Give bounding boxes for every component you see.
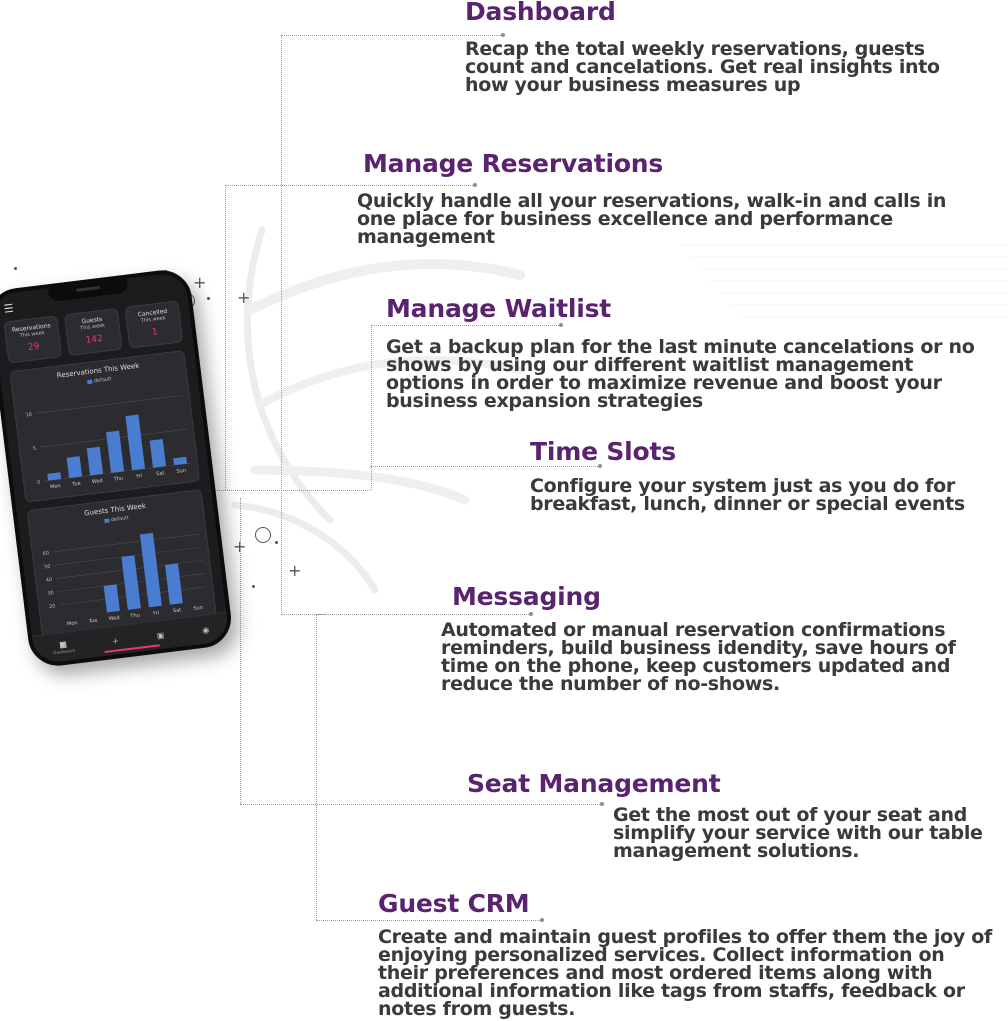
- nav-label: Dashboard: [52, 647, 76, 656]
- feature-guest-crm: Guest CRM Create and maintain guest prof…: [378, 889, 1003, 1020]
- feature-manage-waitlist: Manage Waitlist Get a backup plan for th…: [386, 294, 986, 412]
- gridline: [54, 546, 202, 566]
- stat-value: 1: [151, 327, 159, 338]
- feature-title: Manage Waitlist: [386, 294, 612, 323]
- x-tick-label: Thu: [129, 612, 140, 619]
- x-tick-label: Sat: [156, 470, 165, 477]
- x-tick-label: Thu: [112, 476, 123, 483]
- phone-mockup: ☰ Reservations This week 29 Guests This …: [0, 266, 235, 670]
- plus-decoration: +: [237, 288, 251, 307]
- user-icon: ◉: [201, 624, 210, 635]
- bar: [86, 613, 99, 615]
- gridline: [35, 394, 183, 414]
- y-tick-label: 40: [46, 577, 53, 584]
- stat-card-reservations[interactable]: Reservations This week 29: [3, 315, 63, 364]
- bar: [173, 456, 188, 466]
- stat-value: 142: [85, 333, 104, 346]
- nav-dashboard[interactable]: ▦ Dashboard: [52, 639, 75, 656]
- plus-icon: +: [111, 635, 120, 646]
- feature-description: Get the most out of your seat and simpli…: [613, 804, 983, 862]
- y-tick-label: 20: [49, 603, 56, 610]
- dot-decoration: [207, 297, 210, 300]
- feature-description: Get a backup plan for the last minute ca…: [386, 336, 975, 412]
- feature-title: Manage Reservations: [363, 149, 664, 178]
- y-tick-label: 50: [44, 564, 51, 571]
- feature-messaging: Messaging Automated or manual reservatio…: [441, 582, 1002, 694]
- feature-seat-management: Seat Management Get the most out of your…: [467, 769, 1007, 862]
- x-tick-label: Wed: [108, 615, 120, 622]
- x-tick-label: Tue: [71, 481, 81, 488]
- x-tick-label: Mon: [67, 620, 78, 627]
- bar: [191, 601, 204, 603]
- feature-title: Guest CRM: [378, 889, 530, 918]
- dot-decoration: [14, 267, 17, 270]
- x-tick-label: Sun: [193, 605, 203, 612]
- x-tick-label: Fri: [136, 473, 143, 480]
- y-tick-label: 5: [33, 446, 37, 452]
- bar: [65, 616, 78, 618]
- bar: [47, 472, 62, 481]
- plus-decoration: +: [193, 273, 207, 292]
- feature-manage-reservations: Manage Reservations Quickly handle all y…: [357, 149, 973, 247]
- gridline: [52, 533, 200, 553]
- x-tick-label: Sun: [176, 468, 186, 475]
- bar: [103, 584, 120, 613]
- bar: [66, 456, 83, 479]
- nav-calendar[interactable]: ▣: [156, 630, 165, 640]
- feature-description: Recap the total weekly reservations, gue…: [465, 38, 940, 96]
- dot-decoration: [275, 541, 278, 544]
- stat-card-guests[interactable]: Guests This week 142: [63, 307, 123, 357]
- bar: [125, 414, 146, 471]
- feature-time-slots: Time Slots Configure your system just as…: [530, 437, 1000, 515]
- feature-description: Automated or manual reservation confirma…: [441, 619, 956, 695]
- y-tick-label: 60: [42, 550, 49, 557]
- feature-description: Create and maintain guest profiles to of…: [378, 926, 992, 1020]
- plus-decoration: +: [233, 537, 247, 556]
- plus-decoration: +: [288, 561, 302, 580]
- bar: [139, 532, 162, 608]
- bar: [164, 563, 183, 605]
- stat-value: 29: [27, 341, 41, 354]
- feature-title: Time Slots: [530, 437, 676, 466]
- x-tick-label: Wed: [92, 478, 104, 485]
- dot-decoration: [252, 585, 255, 588]
- feature-title: Dashboard: [465, 0, 616, 26]
- nav-add[interactable]: +: [112, 636, 120, 646]
- hamburger-icon[interactable]: ☰: [3, 301, 15, 316]
- y-tick-label: 0: [37, 480, 41, 486]
- bar: [86, 446, 104, 476]
- bar: [149, 439, 167, 468]
- y-tick-label: 10: [25, 412, 32, 419]
- stat-card-cancelled[interactable]: Cancelled This week 1: [124, 300, 184, 349]
- ring-decoration: [255, 527, 271, 543]
- x-tick-label: Tue: [88, 618, 98, 625]
- feature-description: Quickly handle all your reservations, wa…: [357, 190, 947, 248]
- feature-title: Messaging: [452, 582, 601, 611]
- x-tick-label: Sat: [173, 607, 182, 614]
- feature-dashboard: Dashboard Recap the total weekly reserva…: [465, 0, 985, 96]
- y-tick-label: 30: [47, 590, 54, 597]
- calendar-icon: ▣: [156, 630, 165, 641]
- bar: [121, 555, 141, 610]
- bar: [106, 430, 125, 473]
- nav-profile[interactable]: ◉: [202, 625, 210, 635]
- x-tick-label: Fri: [153, 610, 160, 617]
- feature-description: Configure your system just as you do for…: [530, 475, 965, 515]
- x-tick-label: Mon: [50, 483, 61, 490]
- feature-title: Seat Management: [467, 769, 721, 798]
